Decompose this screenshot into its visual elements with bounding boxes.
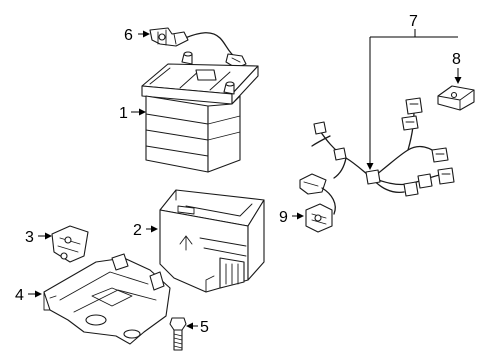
battery-cable-part-6 (149, 27, 247, 69)
bracket-part-3 (51, 225, 89, 263)
callout-2: 2 (133, 222, 142, 239)
fuse-cover-part-8 (437, 85, 475, 111)
callout-8: 8 (452, 51, 461, 68)
callout-5: 5 (200, 319, 209, 336)
mounting-bracket-part-4 (43, 253, 171, 345)
wiring-harness-part-7 (311, 97, 455, 197)
sensor-cable-part-9 (299, 173, 336, 233)
callout-4: 4 (15, 287, 24, 304)
callout-9: 9 (279, 209, 288, 226)
battery-part-1 (141, 51, 259, 173)
callout-6: 6 (124, 27, 133, 44)
callout-7: 7 (409, 13, 418, 30)
callout-1: 1 (119, 105, 128, 122)
battery-tray-part-2 (159, 189, 265, 293)
callout-3: 3 (25, 229, 34, 246)
callout-labels: 1 2 3 4 5 6 7 8 9 (15, 13, 461, 336)
callout-leaders (28, 29, 462, 330)
bolt-part-5 (169, 317, 187, 351)
